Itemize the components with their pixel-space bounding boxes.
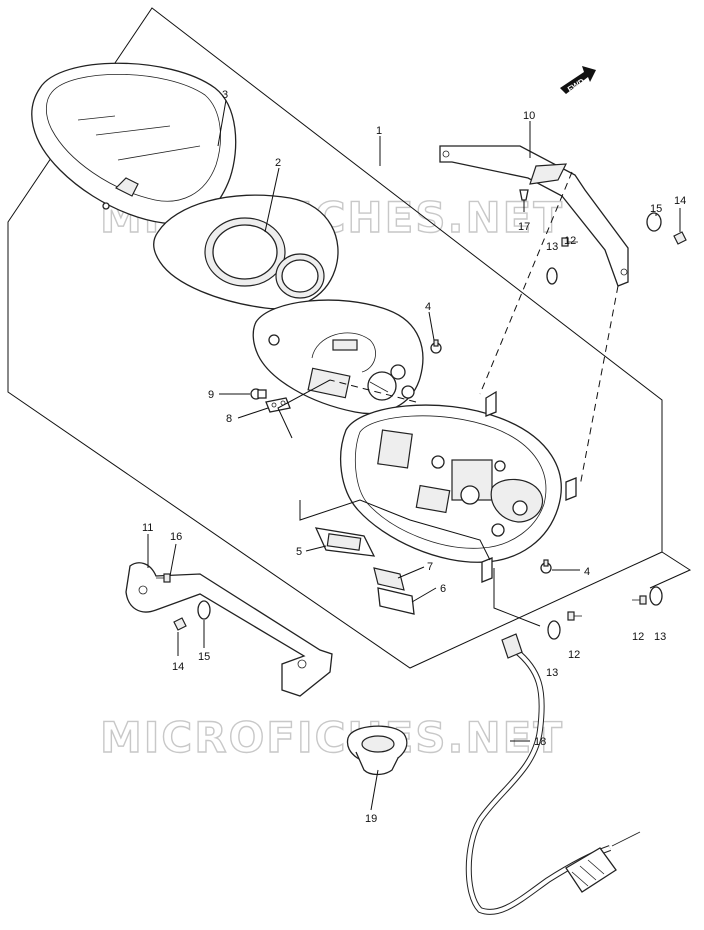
- callout-17: 17: [518, 221, 530, 233]
- bolt-12-lower: [567, 611, 582, 621]
- callout-12-upper: 12: [564, 235, 576, 247]
- callout-9: 9: [208, 389, 214, 401]
- group-bracket-8: [277, 379, 331, 439]
- callout-16: 16: [170, 531, 182, 543]
- bolt-12-upper: [561, 237, 578, 247]
- callout-7: 7: [427, 561, 433, 573]
- meter-case: [340, 390, 577, 583]
- nut-14-upper: [673, 231, 687, 245]
- meter-panel: [153, 194, 339, 310]
- callout-6: 6: [440, 583, 446, 595]
- callout-12-right: 12: [632, 631, 644, 643]
- washer-15-upper: [646, 212, 662, 232]
- callout-13-upper: 13: [546, 241, 558, 253]
- callout-15-upper: 15: [650, 203, 662, 215]
- bulb: [250, 388, 267, 400]
- assembly-boundary: [7, 7, 663, 669]
- assembly-line-c: [329, 379, 417, 403]
- screw-lower: [540, 559, 552, 574]
- fwd-arrow-icon: FWD: [560, 66, 596, 94]
- lcd-unit: [314, 527, 376, 557]
- speedometer-cable: [465, 633, 641, 915]
- cable-grommet: [346, 725, 408, 776]
- callout-14-lower: 14: [172, 661, 184, 673]
- callout-labels: 1 2 3 4 4 5 6 7 8 9 10 11 12 12 12 13 13…: [142, 89, 686, 825]
- callout-1: 1: [376, 125, 382, 137]
- screw-upper: [430, 339, 442, 354]
- assembly-line-b: [579, 285, 619, 487]
- callout-5: 5: [296, 546, 302, 558]
- nut-14-lower: [173, 617, 187, 631]
- screw-17: [519, 189, 529, 201]
- group-bracket-12-13: [649, 551, 692, 589]
- meter-dial-face: [252, 299, 424, 415]
- callout-13-right: 13: [654, 631, 666, 643]
- group-bracket-5-7: [299, 499, 491, 561]
- bolt-12-right: [632, 595, 647, 605]
- washer-13-upper: [546, 267, 558, 285]
- leader-lines: [147, 99, 681, 811]
- callout-15-lower: 15: [198, 651, 210, 663]
- callout-19: 19: [365, 813, 377, 825]
- bolt-16: [156, 573, 171, 583]
- callout-2: 2: [275, 157, 281, 169]
- callout-12-lower: 12: [568, 649, 580, 661]
- washer-13-lower: [547, 620, 561, 640]
- callout-10: 10: [523, 110, 535, 122]
- assembly-line-a: [479, 171, 573, 395]
- callout-8: 8: [226, 413, 232, 425]
- callout-3: 3: [222, 89, 228, 101]
- watermark-bottom: MICROFICHES.NET: [100, 713, 564, 762]
- bulb-socket: [265, 397, 291, 413]
- washer-13-right: [649, 586, 663, 606]
- callout-4-lower: 4: [584, 566, 590, 578]
- lcd-holder-plate: [373, 567, 405, 591]
- callout-18: 18: [534, 736, 546, 748]
- callout-13-lower: 13: [546, 667, 558, 679]
- callout-11: 11: [142, 522, 153, 534]
- washer-15-lower: [197, 600, 211, 620]
- lcd-connector: [377, 587, 415, 615]
- group-bracket-lower-bolt: [493, 568, 541, 627]
- callout-14-upper: 14: [674, 195, 686, 207]
- callout-4-upper: 4: [425, 301, 431, 313]
- lower-bracket: [125, 562, 333, 697]
- meter-lens-cover: [31, 62, 237, 233]
